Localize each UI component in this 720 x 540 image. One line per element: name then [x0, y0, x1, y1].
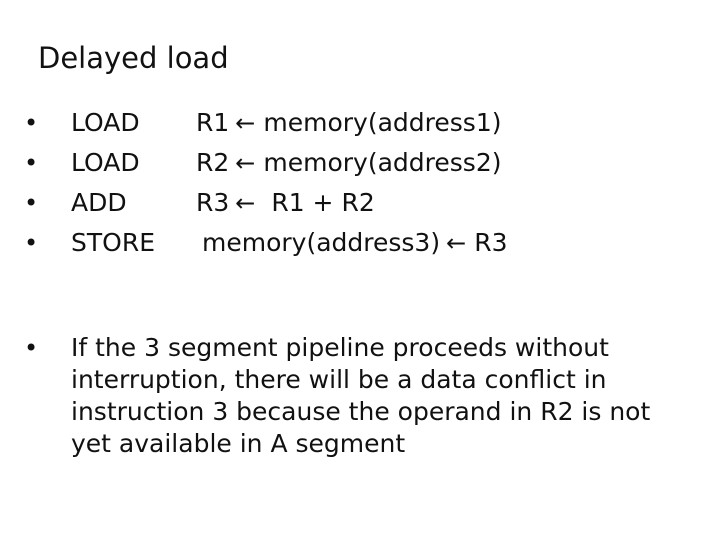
operands: R3← R1 + R2: [196, 183, 375, 223]
pipeline-note: • If the 3 segment pipeline proceeds wit…: [24, 332, 684, 460]
left-arrow-icon: ←: [235, 109, 256, 137]
operands: R1←memory(address1): [196, 103, 501, 143]
source: memory(address1): [263, 108, 502, 137]
opcode: LOAD: [71, 148, 140, 177]
opcode: LOAD: [71, 108, 140, 137]
bullet-icon: •: [24, 334, 39, 362]
source: R3: [474, 228, 508, 257]
source: memory(address2): [263, 148, 502, 177]
bullet-icon: •: [24, 229, 39, 257]
opcode: ADD: [71, 188, 127, 217]
destination: R1: [196, 108, 230, 137]
bullet-icon: •: [24, 189, 39, 217]
destination: memory(address3): [202, 228, 441, 257]
left-arrow-icon: ←: [235, 149, 256, 177]
slide-title: Delayed load: [38, 41, 229, 75]
left-arrow-icon: ←: [235, 189, 256, 217]
opcode: STORE: [71, 228, 155, 257]
left-arrow-icon: ←: [446, 229, 467, 257]
note-text: If the 3 segment pipeline proceeds witho…: [71, 333, 651, 458]
bullet-icon: •: [24, 109, 39, 137]
destination: R3: [196, 188, 230, 217]
destination: R2: [196, 148, 230, 177]
operands: R2←memory(address2): [196, 143, 501, 183]
source: R1 + R2: [263, 188, 375, 217]
bullet-icon: •: [24, 149, 39, 177]
operands: memory(address3)←R3: [202, 223, 507, 263]
